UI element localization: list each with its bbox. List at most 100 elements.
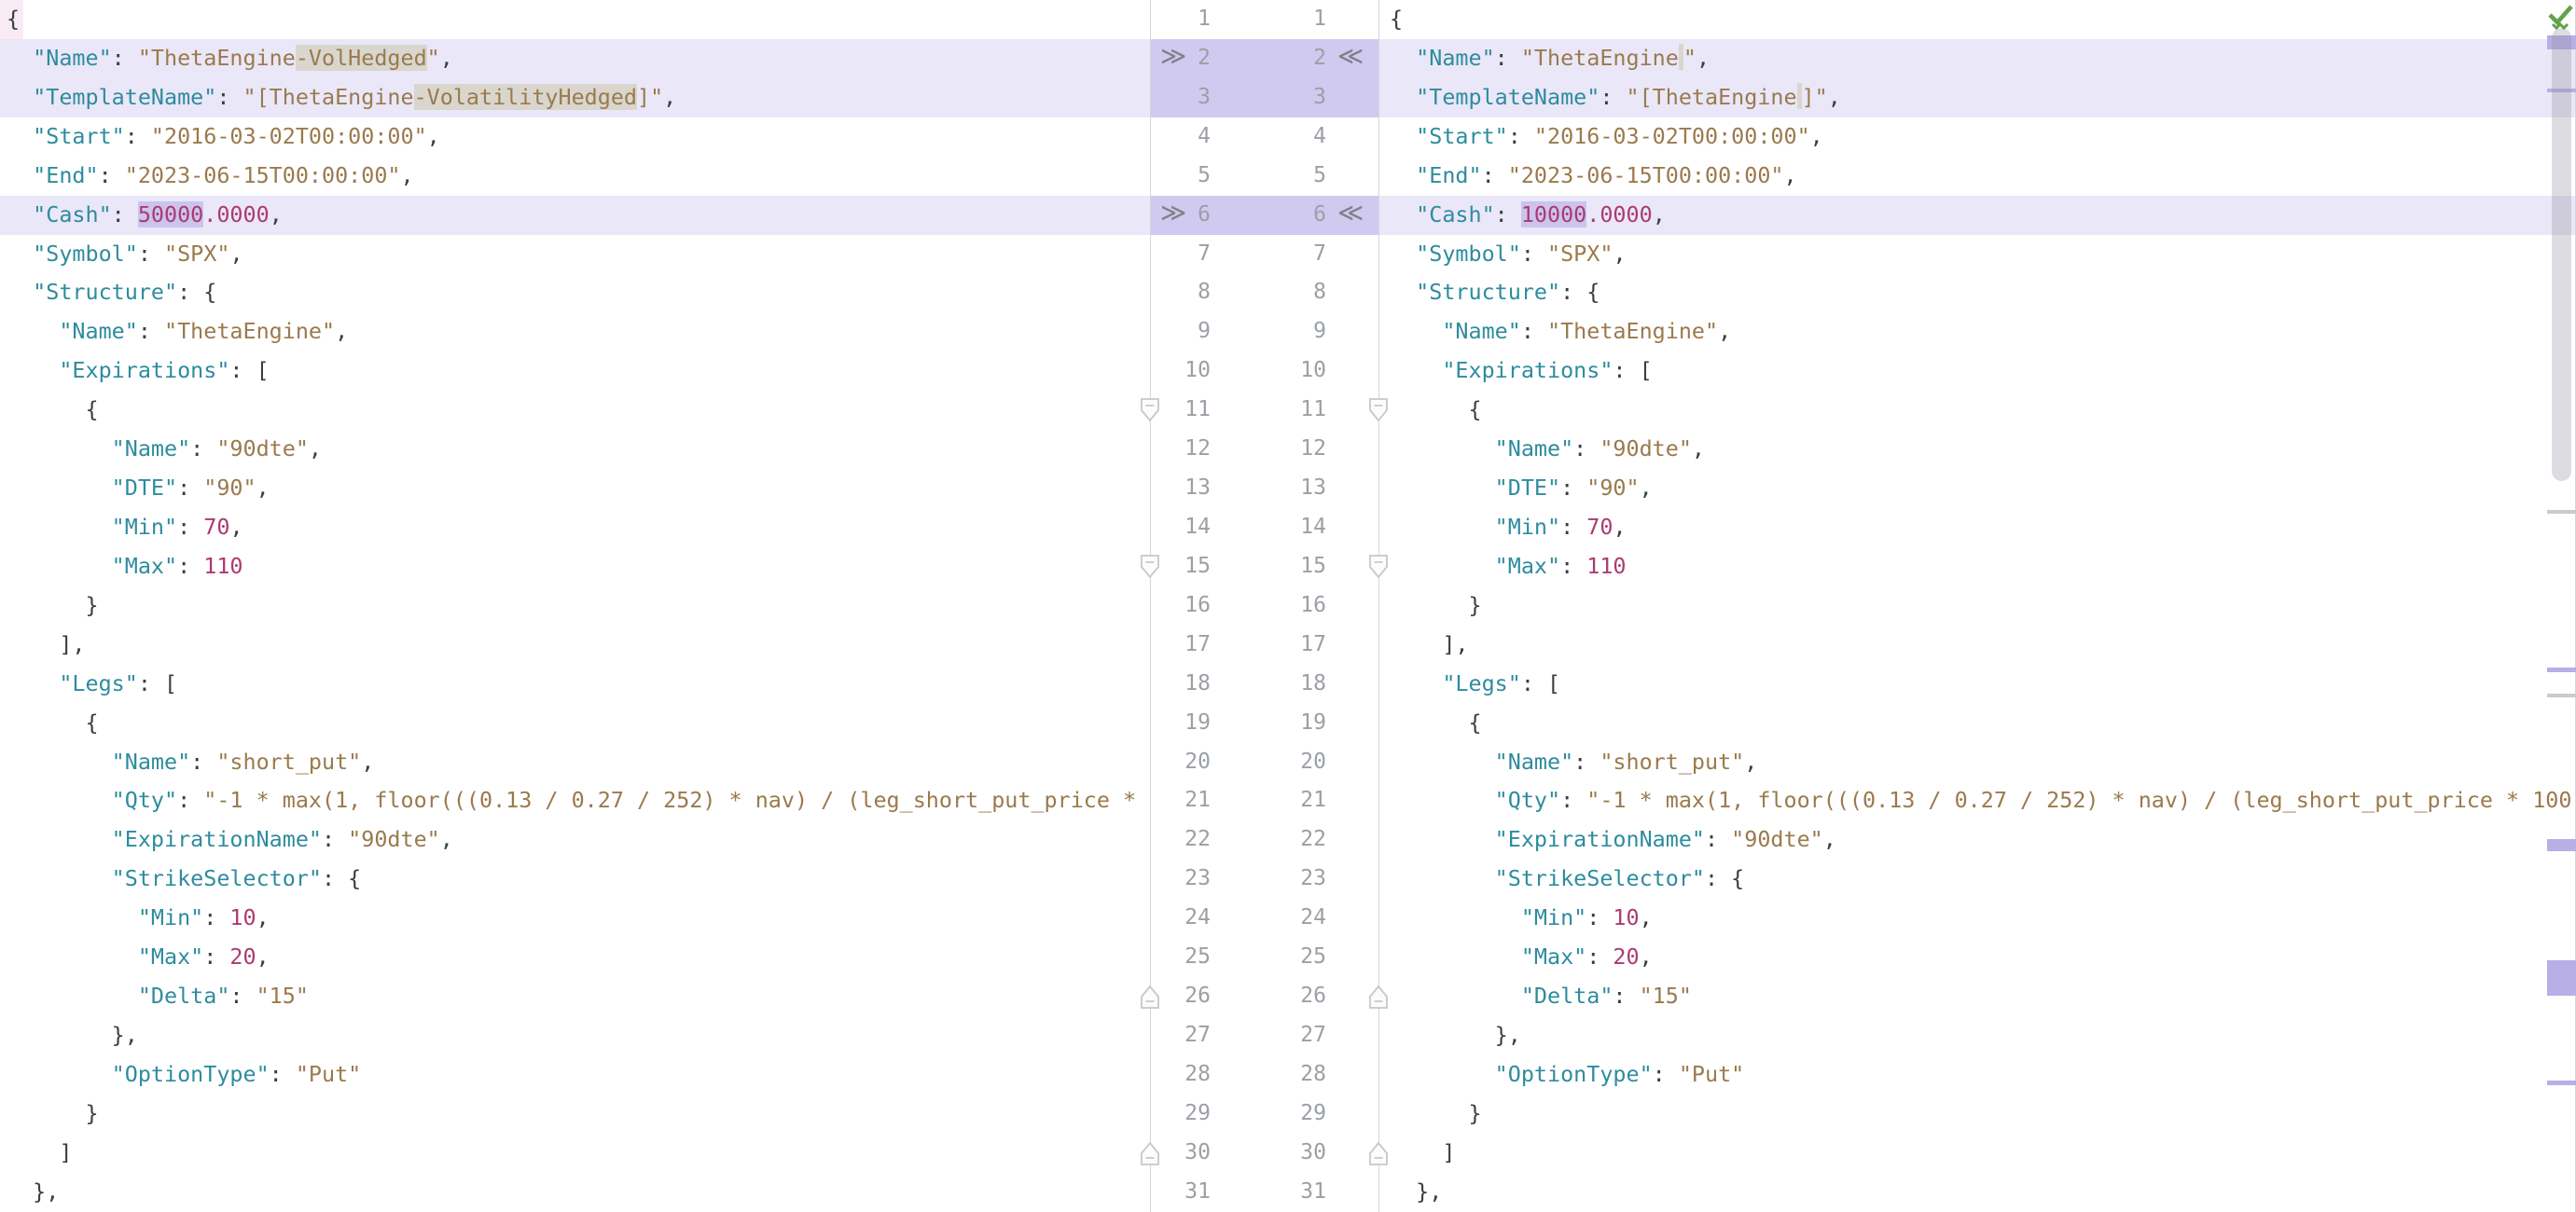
- diff-stripe-mark[interactable]: [2547, 510, 2576, 514]
- code-line: "Symbol": "SPX",: [1416, 240, 1627, 267]
- left-line-number: 1: [1198, 7, 1211, 31]
- right-line-number: 8: [1313, 280, 1326, 305]
- inspections-ok-icon[interactable]: [2545, 3, 2575, 31]
- fold-region-icon[interactable]: [1368, 555, 1389, 579]
- code-line: "End": "2023-06-15T00:00:00",: [33, 161, 414, 188]
- code-line: "Start": "2016-03-02T00:00:00",: [1416, 122, 1823, 149]
- diff-stripe-mark[interactable]: [2547, 35, 2576, 49]
- code-line: "Expirations": [: [1442, 357, 1653, 384]
- right-line-number: 23: [1300, 866, 1326, 891]
- left-line-number: 21: [1184, 788, 1211, 813]
- right-line-number: 16: [1300, 592, 1326, 617]
- code-line: },: [7, 1178, 60, 1205]
- left-line-number: 14: [1184, 514, 1211, 539]
- diff-stripe-mark[interactable]: [2547, 839, 2576, 851]
- diff-stripe-mark[interactable]: [2547, 89, 2576, 92]
- code-line: }: [7, 591, 99, 618]
- right-line-number: 14: [1300, 514, 1326, 539]
- chevrons-right-icon[interactable]: ≫: [1160, 41, 1187, 71]
- code-line: "Min": 70,: [1494, 513, 1627, 540]
- fold-region-icon[interactable]: [1140, 1141, 1160, 1165]
- code-line: "Max": 20,: [137, 943, 270, 971]
- code-line: "Expirations": [: [59, 357, 270, 384]
- code-line: "Max": 110: [111, 552, 243, 579]
- diff-stripe-mark[interactable]: [2547, 960, 2576, 996]
- code-line: "Max": 110: [1494, 552, 1627, 579]
- right-line-number: 12: [1300, 436, 1326, 461]
- code-line: "Qty": "-1 * max(1, floor(((0.13 / 0.27 …: [1494, 787, 2576, 814]
- chevrons-left-icon[interactable]: ≪: [1337, 41, 1364, 71]
- fold-region-icon[interactable]: [1140, 555, 1160, 579]
- fold-region-icon[interactable]: [1368, 398, 1389, 422]
- code-line: ]: [7, 1138, 73, 1165]
- code-line: },: [1390, 1178, 1443, 1205]
- gutter-left-border: [1150, 0, 1151, 1212]
- diff-stripe-mark[interactable]: [2547, 668, 2576, 672]
- gutter-row: 12 12: [1151, 430, 1378, 469]
- right-line-number: 5: [1313, 162, 1326, 187]
- code-line: ]: [1390, 1138, 1456, 1165]
- code-line: "Name": "90dte",: [111, 435, 323, 462]
- right-line-number: 30: [1300, 1139, 1326, 1164]
- right-line-number: 3: [1313, 84, 1326, 109]
- code-line: "ExpirationName": "90dte",: [1494, 826, 1836, 853]
- code-line: "Name": "ThetaEngine",: [1442, 318, 1732, 345]
- left-line-number: 22: [1184, 827, 1211, 852]
- fold-region-icon[interactable]: [1368, 1141, 1389, 1165]
- vertical-scrollbar-thumb[interactable]: [2552, 28, 2571, 481]
- code-line: {: [7, 396, 99, 423]
- right-line-number: 11: [1300, 397, 1326, 422]
- code-line: "Name": "ThetaEngine",: [59, 318, 349, 345]
- left-line-number: 26: [1184, 984, 1211, 1009]
- code-line: "StrikeSelector": {: [111, 865, 362, 892]
- right-line-number: 13: [1300, 475, 1326, 501]
- left-line-number: 19: [1184, 709, 1211, 735]
- gutter-row: 29 29: [1151, 1095, 1378, 1134]
- right-line-number: 9: [1313, 319, 1326, 344]
- code-line: ],: [1390, 630, 1469, 657]
- left-line-number: 16: [1184, 592, 1211, 617]
- diff-stripe-mark[interactable]: [2547, 694, 2576, 697]
- right-editor-pane[interactable]: { "Name": "ThetaEngine", "TemplateName":…: [1379, 0, 2576, 1212]
- code-line: "Cash": 10000.0000,: [1379, 195, 2576, 235]
- right-line-number: 28: [1300, 1061, 1326, 1086]
- chevrons-right-icon[interactable]: ≫: [1160, 198, 1187, 227]
- fold-region-icon[interactable]: [1368, 985, 1389, 1010]
- brace-match-highlight: {: [0, 0, 24, 39]
- chevrons-left-icon[interactable]: ≪: [1337, 198, 1364, 227]
- code-line: "Legs": [: [59, 669, 178, 696]
- left-line-number: 2: [1198, 45, 1211, 70]
- diff-stripe-mark[interactable]: [2547, 1081, 2576, 1085]
- right-line-number: 7: [1313, 241, 1326, 266]
- right-line-number: 1: [1313, 7, 1326, 31]
- fold-region-icon[interactable]: [1140, 398, 1160, 422]
- code-line: }: [1390, 591, 1482, 618]
- right-line-number: 31: [1300, 1178, 1326, 1204]
- fold-region-icon[interactable]: [1140, 985, 1160, 1010]
- right-line-number: 15: [1300, 553, 1326, 578]
- left-line-number: 12: [1184, 436, 1211, 461]
- right-line-number: 29: [1300, 1100, 1326, 1125]
- code-line: "Min": 10,: [1520, 904, 1653, 931]
- code-line: "Name": "ThetaEngine",: [1379, 38, 2576, 78]
- left-editor-pane[interactable]: { "Name": "ThetaEngine-VolHedged", "Temp…: [0, 0, 1150, 1212]
- left-line-number: 29: [1184, 1100, 1211, 1125]
